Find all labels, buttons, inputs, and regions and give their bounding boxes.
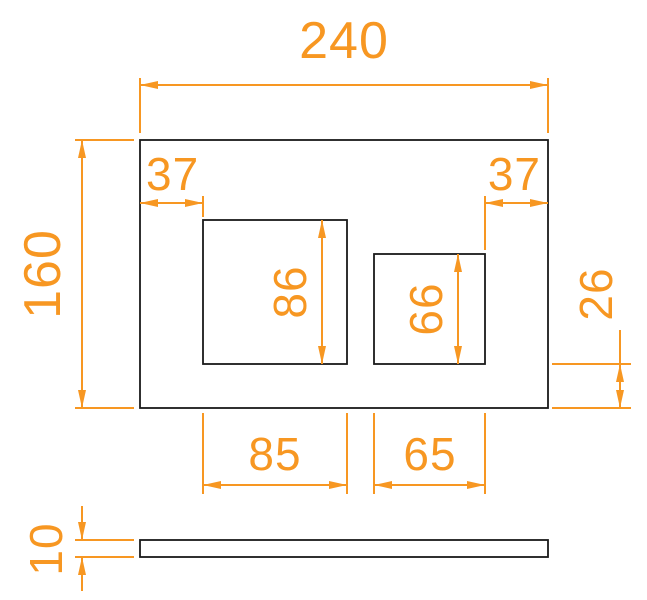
front-view: [139, 139, 549, 409]
dim-label-overall-height: 160: [14, 229, 72, 319]
dim-cutout-left-height: 86: [264, 220, 326, 364]
dim-label-cutout-left-height: 86: [264, 265, 316, 318]
dim-cutout-left-width: 85: [202, 413, 348, 494]
dim-cutout-right-offset: 37: [484, 148, 548, 250]
dim-label-cutout-left-offset: 37: [146, 148, 199, 200]
dim-cutout-left-offset: 37: [140, 148, 204, 217]
dim-thickness: 10: [20, 506, 134, 591]
dim-overall-width: 240: [139, 12, 549, 133]
dim-bottom-margin: 26: [552, 267, 631, 409]
dim-cutout-right-width: 65: [373, 413, 486, 494]
dim-label-overall-width: 240: [299, 12, 389, 70]
dim-label-bottom-margin: 26: [570, 267, 622, 320]
side-view: [139, 539, 549, 558]
dim-label-cutout-right-offset: 37: [488, 148, 541, 200]
cutout-right-outline: [373, 253, 486, 365]
dim-label-cutout-left-width: 85: [248, 428, 301, 480]
dim-label-cutout-right-height: 66: [400, 282, 452, 335]
dim-cutout-right-height: 66: [400, 254, 462, 364]
side-view-outline: [139, 539, 549, 558]
dim-label-cutout-right-width: 65: [403, 428, 456, 480]
dim-label-thickness: 10: [20, 522, 72, 575]
dim-overall-height: 160: [14, 139, 134, 409]
